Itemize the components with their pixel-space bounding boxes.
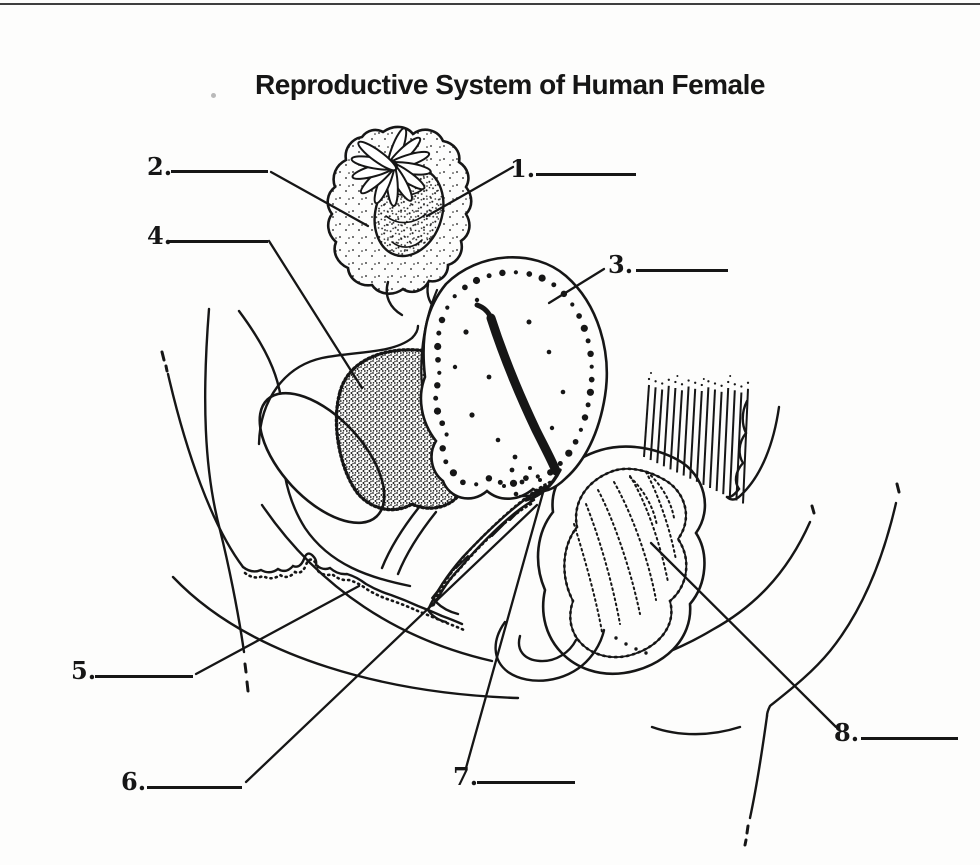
page-title: Reproductive System of Human Female: [255, 68, 765, 100]
rectum-region: [536, 445, 707, 676]
hip-bone-curve-dash-tip: [160, 350, 169, 373]
sacrum-smooth-edge: [725, 405, 781, 501]
rectum-edge-stipple: [563, 467, 688, 659]
uterus-region: [419, 256, 609, 502]
leader-line-6: [244, 503, 539, 784]
label-2-number: 2.: [147, 152, 173, 181]
uterine-cavity-line: [486, 313, 561, 476]
vulva-loop-inner: [517, 634, 578, 663]
vagina-wall-lower: [434, 498, 536, 604]
leader-line-2: [269, 170, 370, 228]
label-1-number: 1.: [510, 154, 536, 183]
label-3-number: 3.: [608, 250, 634, 279]
pelvic-floor-ridge: [241, 552, 464, 626]
label-5-number: 5.: [71, 656, 97, 685]
vagina-region: [426, 480, 648, 682]
leader-line-3: [547, 267, 606, 305]
buttock-contour-dash-tip: [895, 482, 901, 494]
leader-lines: [194, 165, 838, 784]
coccyx-wavy-edge: [725, 399, 749, 499]
ilium-curve: [203, 307, 246, 654]
sacrum-coccyx: [725, 399, 781, 501]
rectum-stripes: [573, 471, 677, 633]
vestibule-line-2: [434, 600, 460, 616]
ischium-curve-lower: [171, 575, 520, 700]
anus-dots: [614, 636, 648, 655]
leader-line-1: [425, 165, 515, 218]
endometrium-dot-ring: [433, 269, 595, 487]
label-3-blank: [636, 269, 728, 272]
label-1-blank: [536, 173, 636, 176]
vestibule-line-1: [426, 608, 448, 624]
label-4-number: 4.: [147, 221, 173, 250]
label-6-number: 6.: [121, 767, 147, 796]
leader-line-8: [649, 541, 838, 729]
leader-line-7: [464, 487, 546, 770]
scan-speck: [211, 93, 216, 98]
muscle-fibers: [643, 372, 750, 504]
label-6-blank: [147, 786, 242, 789]
vagina-wall-upper-stipple: [430, 480, 552, 608]
thigh-line-dash-tip: [743, 824, 750, 847]
label-2-blank: [171, 170, 268, 173]
fimbriae-flower: [350, 127, 432, 207]
pelvic-floor-stipple: [243, 558, 466, 632]
sacral-curve-dash-tip: [810, 504, 816, 515]
cervix-dots: [502, 466, 542, 497]
gluteal-fold: [650, 725, 742, 736]
ilium-curve-dash-tip: [243, 662, 250, 693]
label-7-blank: [477, 781, 575, 784]
urethra-wall-2: [396, 510, 438, 576]
thigh-line: [748, 714, 769, 820]
label-7-number: 7.: [453, 762, 479, 791]
vaginal-rugae: [431, 491, 541, 599]
label-4-blank: [169, 240, 268, 243]
vulva-loop-outer: [494, 620, 606, 682]
ischium-curve-upper: [260, 503, 494, 663]
label-5-blank: [95, 675, 193, 678]
leader-line-4: [267, 239, 364, 390]
label-8-number: 8.: [834, 718, 860, 747]
uterus-inner-dots: [452, 297, 566, 460]
hip-bone-curve: [166, 372, 245, 569]
label-8-blank: [861, 737, 958, 740]
peritoneum-over-bladder: [257, 324, 420, 446]
urethra-wall-1: [380, 504, 422, 570]
uterine-cavity-tip: [474, 302, 494, 321]
scan-edge-line: [0, 3, 980, 5]
buttock-contour: [765, 501, 898, 718]
leader-line-5: [194, 584, 361, 676]
